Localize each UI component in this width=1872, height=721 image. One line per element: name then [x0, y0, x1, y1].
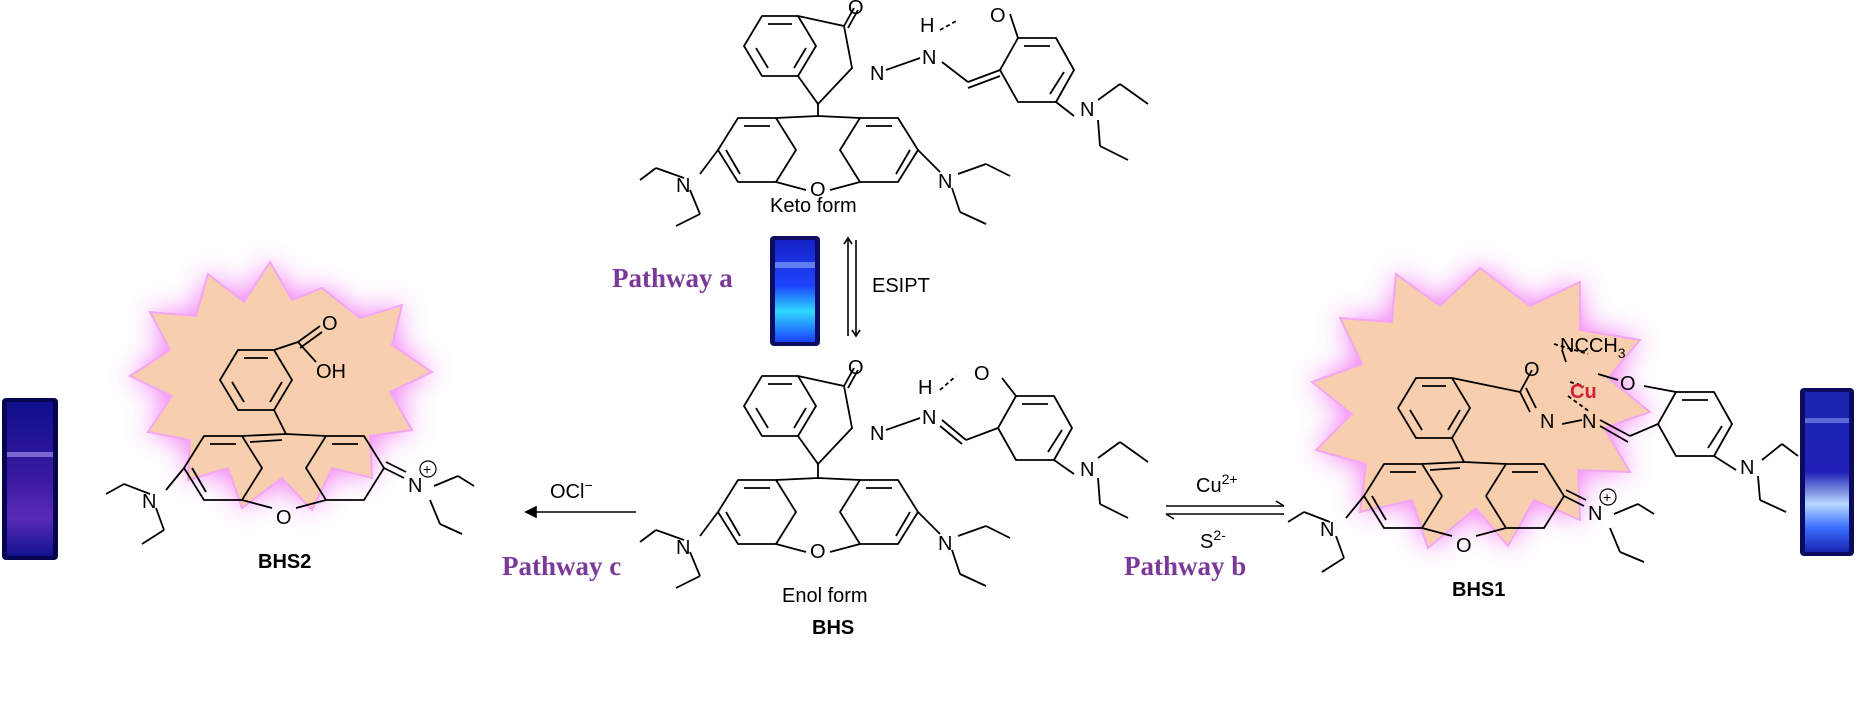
cuvette-pathway-b	[1800, 388, 1854, 556]
enol-form-label: Enol form	[782, 585, 868, 607]
atom-n: N	[1740, 457, 1754, 479]
keto-form-structure	[639, 7, 1149, 227]
pathway-a-label: Pathway a	[612, 263, 733, 293]
atom-n: N	[1582, 411, 1596, 433]
atom-n: N	[142, 491, 156, 513]
atom-o: O	[810, 179, 826, 201]
atom-o: O	[974, 363, 990, 385]
atom-n: N	[1540, 411, 1554, 433]
bhs-enol-structure	[639, 367, 1149, 589]
atom-h: H	[920, 15, 934, 37]
atom-plus: +	[423, 461, 431, 477]
atom-n: N	[1080, 99, 1094, 121]
pathway-c-label: Pathway c	[502, 551, 621, 581]
atom-n: N	[870, 423, 884, 445]
atom-n: N	[922, 407, 936, 429]
bhs1-burst	[1309, 266, 1653, 550]
atom-n: N	[1080, 459, 1094, 481]
cuvette-pathway-a	[770, 236, 820, 346]
atom-o: O	[848, 357, 864, 379]
bhs1-label: BHS1	[1452, 579, 1505, 601]
bhs2-label: BHS2	[258, 551, 311, 573]
atom-h: H	[918, 377, 932, 399]
atom-n: N	[1320, 519, 1334, 541]
ocl-label: OCl−	[550, 477, 593, 503]
atom-n: N	[938, 171, 952, 193]
s-ion-label: S2-	[1200, 527, 1226, 553]
atom-n: N	[676, 537, 690, 559]
esipt-equilibrium-arrows	[843, 236, 861, 338]
atom-oh: OH	[316, 361, 346, 383]
ocl-arrow	[524, 505, 636, 519]
bhs2-burst	[127, 260, 435, 512]
keto-form-label: Keto form	[770, 195, 857, 217]
cuvette-pathway-c	[2, 398, 58, 560]
atom-n: N	[676, 175, 690, 197]
bhs1-atoms: NCCH3 O O N N N O N N +	[1320, 335, 1754, 557]
bhs1-structure	[1287, 343, 1799, 573]
ncch3-ligand: NCCH3	[1560, 335, 1626, 361]
bhs2-structure	[105, 325, 475, 545]
atom-o: O	[322, 313, 338, 335]
atom-o: O	[1456, 535, 1472, 557]
atom-plus: +	[1603, 489, 1611, 505]
atom-o: O	[1620, 373, 1636, 395]
cu-ion-label: Cu2+	[1196, 471, 1238, 497]
bhs-label: BHS	[812, 617, 854, 639]
atom-o: O	[990, 5, 1006, 27]
atom-n: N	[922, 47, 936, 69]
atom-n: N	[1588, 503, 1602, 525]
atom-n: N	[408, 475, 422, 497]
positive-charge-circle	[419, 460, 437, 478]
atom-o: O	[276, 507, 292, 529]
atom-n: N	[938, 533, 952, 555]
bhs2-atoms: O OH O N N +	[142, 313, 431, 529]
bhs-enol-atoms: O N N H O N O N N	[676, 357, 1094, 563]
cu-s-equilibrium-arrows	[1165, 500, 1285, 520]
esipt-label: ESIPT	[872, 275, 930, 297]
atom-o: O	[1524, 359, 1540, 381]
pathway-b-label: Pathway b	[1124, 551, 1246, 581]
keto-form-atoms: O N N H O N O N N	[676, 0, 1094, 201]
atom-n: N	[870, 63, 884, 85]
atom-o: O	[848, 0, 864, 19]
positive-charge-circle	[1599, 488, 1617, 506]
cu-metal-center: Cu	[1570, 381, 1597, 403]
atom-o: O	[810, 541, 826, 563]
